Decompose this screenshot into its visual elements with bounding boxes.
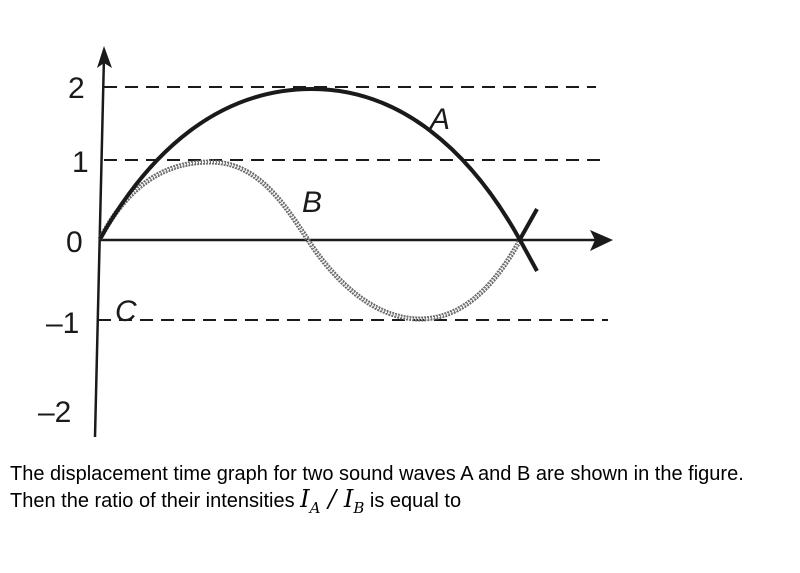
intensity-ratio-expression: IA / IB: [300, 485, 364, 517]
curve-a: [98, 86, 539, 272]
y-tick-1: 1: [72, 146, 89, 179]
crossing-tick: [517, 208, 539, 242]
displacement-time-graph: 2 1 0 –1 –2 A B C: [38, 46, 613, 438]
y-tick-minus1: –1: [46, 307, 79, 340]
ratio-slash: /: [320, 485, 344, 513]
subscript-b: B: [353, 498, 365, 517]
label-b: B: [302, 186, 322, 219]
y-axis: [93, 46, 112, 438]
y-tick-minus2: –2: [38, 396, 71, 429]
question-text-after: is equal to: [364, 490, 462, 512]
x-axis: [99, 230, 613, 251]
intensity-symbol-b: I: [343, 485, 354, 513]
label-a: A: [428, 103, 450, 136]
question-text-before: The displacement time graph for two soun…: [10, 463, 744, 512]
intensity-symbol-a: I: [300, 485, 310, 513]
subscript-a: A: [309, 498, 321, 517]
question-text: The displacement time graph for two soun…: [10, 462, 790, 521]
reference-lines: [98, 86, 608, 321]
label-c: C: [115, 295, 137, 328]
y-tick-0: 0: [66, 226, 83, 259]
y-axis-arrow-icon: [97, 46, 112, 68]
x-axis-arrow-icon: [590, 230, 613, 251]
y-tick-2: 2: [68, 72, 85, 105]
